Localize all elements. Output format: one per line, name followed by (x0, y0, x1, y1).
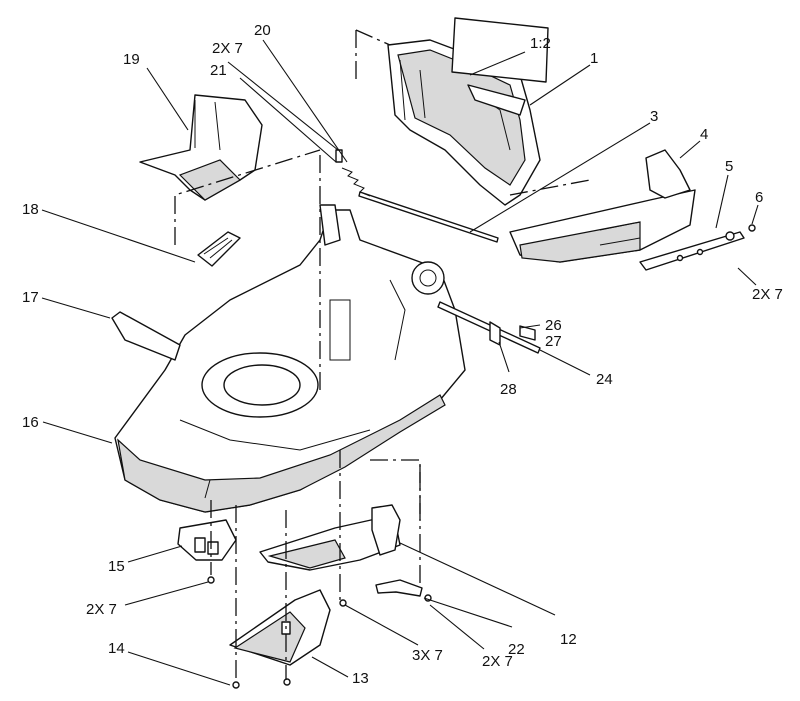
callout-2x7-top: 2X 7 (212, 40, 243, 57)
callout-12: 12 (560, 631, 577, 648)
callout-14: 14 (108, 640, 125, 657)
callout-24: 24 (596, 371, 613, 388)
part-13-front-shield (229, 589, 331, 689)
callout-27: 27 (545, 333, 562, 350)
callout-28: 28 (500, 381, 517, 398)
callout-26: 26 (545, 317, 562, 334)
callout-20: 20 (254, 22, 271, 39)
callout-15: 15 (108, 558, 125, 575)
callout-17: 17 (22, 289, 39, 306)
callout-1: 1 (590, 50, 598, 67)
callout-4: 4 (700, 126, 708, 143)
part-4-deflector (509, 149, 696, 263)
part-12-rear-plate (259, 504, 401, 607)
callout-6: 6 (755, 189, 763, 206)
part-22-small-bracket (375, 579, 432, 602)
callout-19: 19 (123, 51, 140, 68)
callout-3: 3 (650, 108, 658, 125)
callout-2x7-right: 2X 7 (752, 286, 783, 303)
part-3-rod (358, 191, 499, 243)
part-24-28-axle-assembly (437, 301, 541, 354)
callout-2x7-bottom: 2X 7 (482, 653, 513, 670)
callout-labels: 1:2 1 3 4 5 6 2X 7 19 2X 7 20 21 18 17 2… (22, 22, 783, 687)
callout-5: 5 (725, 158, 733, 175)
callout-21: 21 (210, 62, 227, 79)
part-5-axle-bar (639, 224, 756, 271)
leader-lines (41, 39, 759, 686)
part-18-seal (197, 231, 241, 267)
part-20-spring (335, 149, 371, 197)
callout-13: 13 (352, 670, 369, 687)
callout-3x7: 3X 7 (412, 647, 443, 664)
callout-16: 16 (22, 414, 39, 431)
part-19-rear-baffle (139, 94, 263, 201)
callout-2x7-left: 2X 7 (86, 601, 117, 618)
callout-1-2: 1:2 (530, 35, 551, 52)
part-1-2-decal (451, 17, 549, 83)
assembly-lines (174, 29, 591, 680)
part-16-mower-deck (114, 204, 466, 513)
part-1-rear-cover (387, 39, 541, 206)
callout-22: 22 (508, 641, 525, 658)
part-15-front-bracket (177, 519, 237, 584)
part-17-handle-bracket (111, 311, 181, 361)
callout-18: 18 (22, 201, 39, 218)
